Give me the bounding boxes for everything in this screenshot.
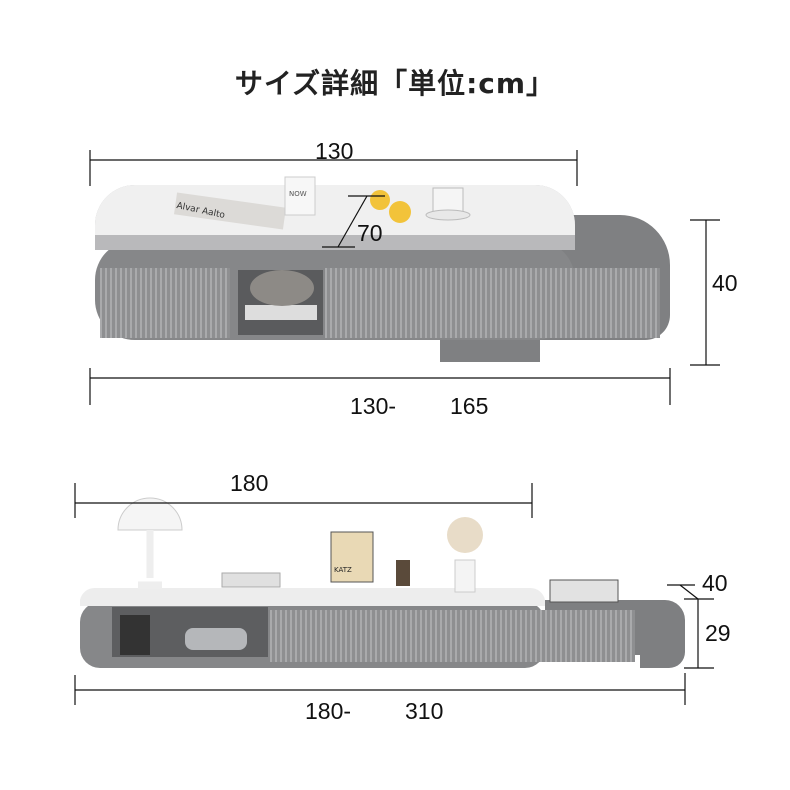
tv-stand-extended-max-label: 310 [405,698,444,724]
page-title: サイズ詳細「単位:cm」 [234,67,556,100]
lemon-illustration [370,190,390,210]
book-illustration [174,192,286,230]
coffee-table-extended-min-label: 130- [350,393,397,419]
tv-stand [80,497,685,668]
tv-stand-extended-min-label: 180- [305,698,352,724]
flowers-illustration [447,517,483,553]
mug-illustration [284,176,316,216]
lamp-illustration [117,497,183,531]
tv-stand-body-height-label: 29 [705,620,731,646]
coffee-table [95,176,670,362]
cup-illustration [432,187,464,214]
turntable-illustration [549,579,619,603]
coffee-table-depth-label: 70 [357,220,383,246]
coffee-table-extended-max-label: 165 [450,393,489,419]
poster-illustration [330,531,374,583]
coffee-table-width-label: 130 [315,138,354,164]
tv-stand-width-label: 180 [230,470,269,496]
tv-stand-dimension-lines [74,483,714,705]
coffee-table-dimension-lines [89,150,720,405]
mug-text: NOW [289,190,307,198]
poster-text: KATZ [334,566,352,574]
coffee-table-height-label: 40 [712,270,738,296]
tv-stand-top-height-label: 40 [702,570,728,596]
